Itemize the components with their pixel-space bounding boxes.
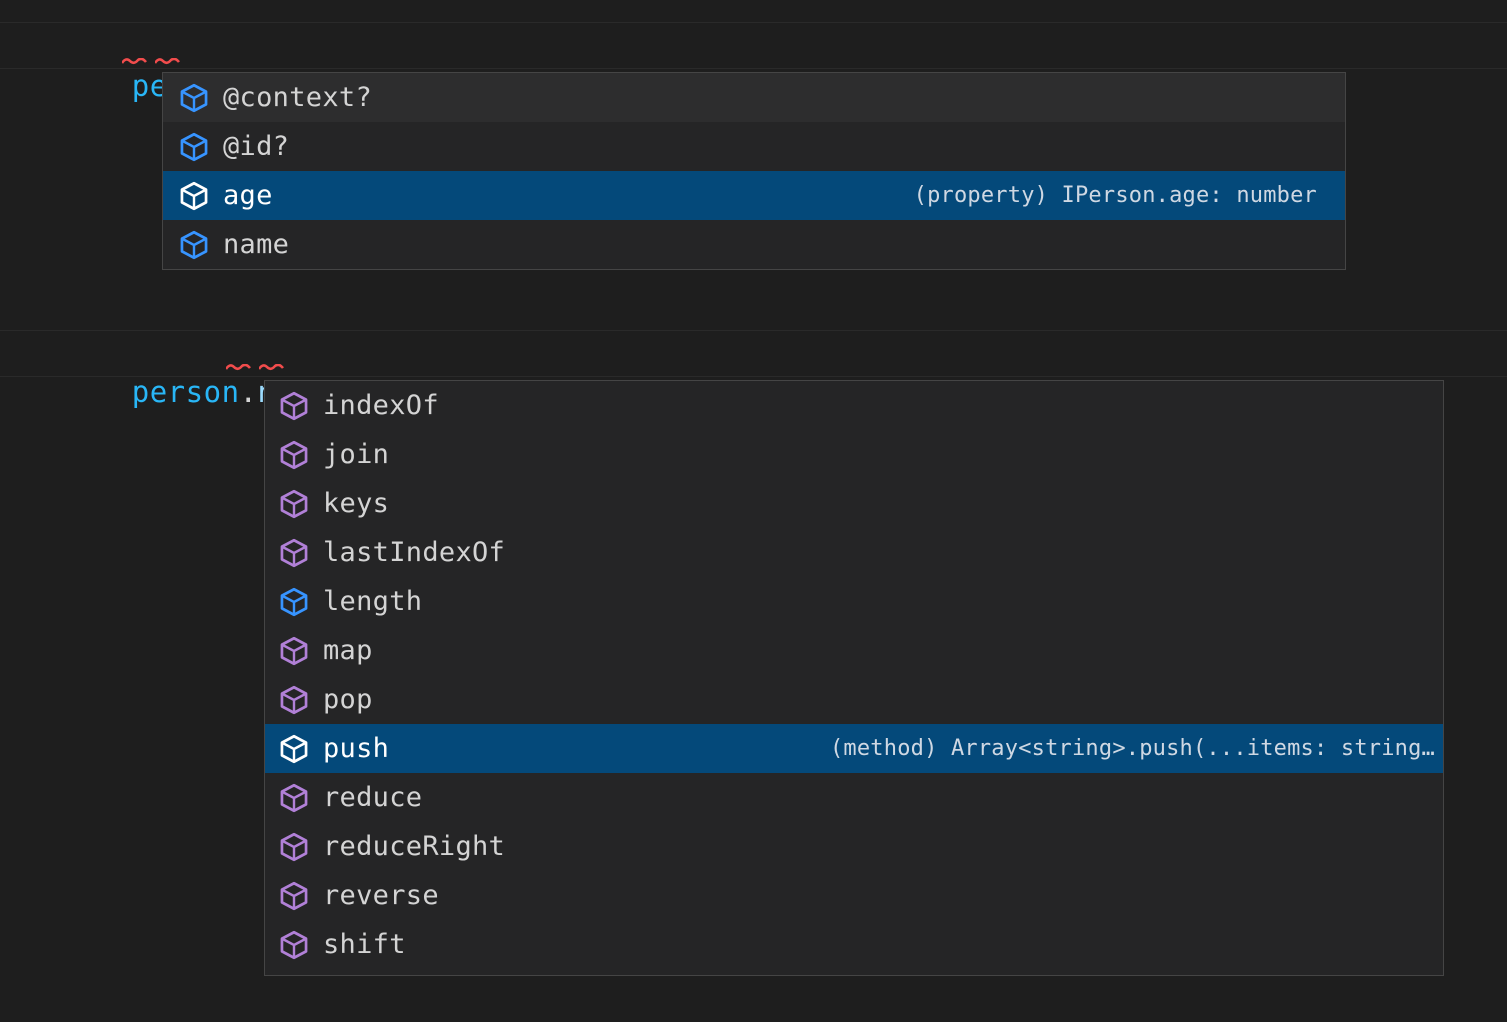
suggest-item-label: reverse [323, 880, 439, 911]
method-cube-icon [277, 830, 311, 864]
suggest-item-label: reduceRight [323, 831, 506, 862]
suggest-item-map[interactable]: map [265, 626, 1443, 675]
suggest-item-label: map [323, 635, 373, 666]
suggest-widget-person[interactable]: @context? @id? age (property) IPerson.ag… [162, 72, 1346, 270]
suggest-widget-name[interactable]: indexOf join keys [264, 380, 1444, 976]
suggest-item-age[interactable]: age (property) IPerson.age: number [163, 171, 1345, 220]
suggest-item-name[interactable]: name [163, 220, 1345, 269]
property-cube-icon [177, 179, 211, 213]
suggest-item-indexof[interactable]: indexOf [265, 381, 1443, 430]
suggest-item-label: join [323, 439, 390, 470]
method-cube-icon [277, 879, 311, 913]
code-token-dot-1: . [239, 375, 258, 409]
method-cube-icon [277, 389, 311, 423]
suggest-item-label: @context? [223, 82, 372, 113]
suggest-item-label: keys [323, 488, 390, 519]
suggest-item-context[interactable]: @context? [163, 73, 1345, 122]
suggest-item-keys[interactable]: keys [265, 479, 1443, 528]
suggest-item-label: length [323, 586, 423, 617]
suggest-item-label: lastIndexOf [323, 537, 506, 568]
suggest-item-push[interactable]: push (method) Array<string>.push(...item… [265, 724, 1443, 773]
suggest-item-id[interactable]: @id? [163, 122, 1345, 171]
suggest-item-label: push [323, 733, 390, 764]
suggest-item-label: shift [323, 929, 406, 960]
editor-rule-line-below-first [0, 68, 1507, 69]
method-cube-icon [277, 781, 311, 815]
suggest-item-reverse[interactable]: reverse [265, 871, 1443, 920]
property-cube-icon [177, 81, 211, 115]
code-token-variable: person [131, 375, 240, 409]
suggest-item-detail: (property) IPerson.age: number [913, 184, 1317, 207]
suggest-item-join[interactable]: join [265, 430, 1443, 479]
suggest-item-label: pop [323, 684, 373, 715]
suggest-item-detail: (method) Array<string>.push(...items: st… [829, 737, 1435, 760]
property-cube-icon [277, 585, 311, 619]
suggest-item-label: @id? [223, 131, 290, 162]
suggest-item-shift[interactable]: shift [265, 920, 1443, 969]
suggest-item-reduceright[interactable]: reduceRight [265, 822, 1443, 871]
method-cube-icon [277, 634, 311, 668]
suggest-item-length[interactable]: length [265, 577, 1443, 626]
property-cube-icon [177, 130, 211, 164]
suggest-item-lastindexof[interactable]: lastIndexOf [265, 528, 1443, 577]
suggest-item-label: name [223, 229, 290, 260]
suggest-item-reduce[interactable]: reduce [265, 773, 1443, 822]
error-squiggle-line-2-semicolon [259, 364, 285, 371]
method-cube-icon [277, 487, 311, 521]
suggest-item-label: reduce [323, 782, 423, 813]
editor-rule-line-top [0, 22, 1507, 23]
suggest-item-label: indexOf [323, 390, 439, 421]
method-cube-icon [277, 683, 311, 717]
method-cube-icon [277, 438, 311, 472]
method-cube-icon [277, 732, 311, 766]
suggest-item-label: age [223, 180, 273, 211]
suggest-item-pop[interactable]: pop [265, 675, 1443, 724]
error-squiggle-line-1-dot [122, 58, 148, 65]
editor-rule-line-below-second [0, 376, 1507, 377]
property-cube-icon [177, 228, 211, 262]
method-cube-icon [277, 928, 311, 962]
error-squiggle-line-1-semicolon [155, 58, 181, 65]
editor-rule-line-above-second [0, 330, 1507, 331]
method-cube-icon [277, 536, 311, 570]
error-squiggle-line-2-dot [226, 364, 252, 371]
